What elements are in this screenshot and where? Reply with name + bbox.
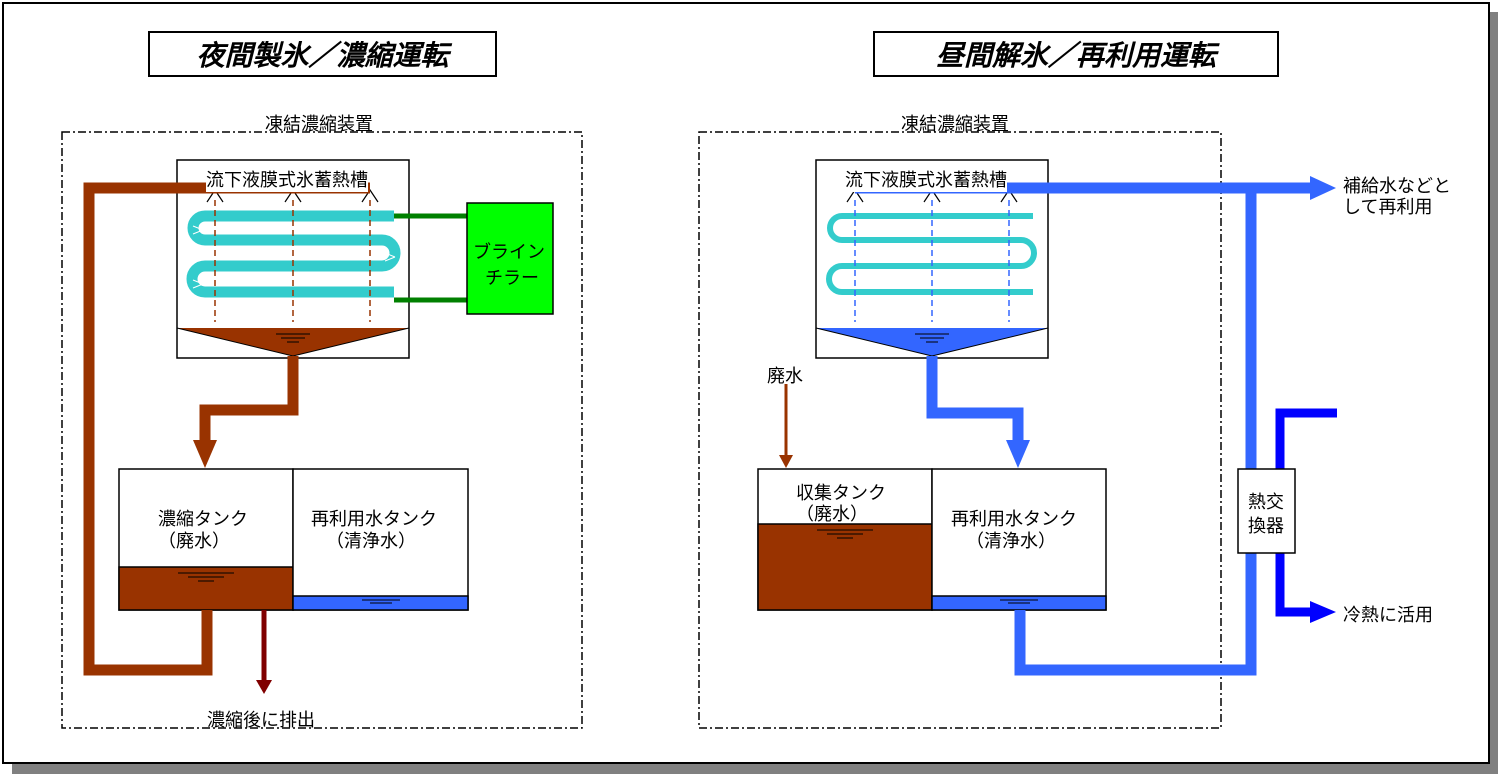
right-ice-coil xyxy=(826,213,1037,295)
right-panel-title: 昼間解氷／再利用運転 xyxy=(873,31,1279,77)
supply-reuse-label-line1: 補給水などと xyxy=(1343,176,1451,197)
chiller-label-line1: ブライン xyxy=(473,242,545,263)
left-device-boundary xyxy=(61,131,583,729)
left-drain-arrowhead xyxy=(193,440,217,468)
left-reuse-tank xyxy=(292,468,469,611)
left-device-label: 凍結濃縮装置 xyxy=(265,114,373,135)
left-tank-water-level-mark xyxy=(276,333,310,343)
left-panel-title: 夜間製氷／濃縮運転 xyxy=(148,31,497,77)
right-device-label: 凍結濃縮装置 xyxy=(901,114,1009,135)
waste-water-label: 廃水 xyxy=(767,366,803,387)
right-tank-label: 流下液膜式氷蓄熱槽 xyxy=(845,166,1007,192)
chiller-label-line2: チラー xyxy=(485,268,539,289)
discharge-arrowhead xyxy=(256,680,272,694)
diagram-frame xyxy=(2,2,1490,764)
left-drain-pipe xyxy=(199,356,299,440)
right-reuse-tank xyxy=(931,468,1107,611)
collect-tank-liquid xyxy=(757,523,933,611)
brine-chiller xyxy=(466,202,554,315)
waste-inflow-arrowhead xyxy=(779,455,793,468)
concentrate-tank-label-line2: （廃水） xyxy=(158,531,230,552)
supply-reuse-label-line2: して再利用 xyxy=(1343,197,1433,218)
left-coil-ice-marks xyxy=(192,225,396,289)
left-reuse-level-mark xyxy=(362,599,400,604)
left-reuse-tank-label-line1: 再利用水タンク xyxy=(311,509,437,530)
collect-level-mark xyxy=(817,529,873,539)
heat-exchanger-label-line1: 熱交 xyxy=(1248,492,1284,513)
concentrate-level-mark xyxy=(178,572,234,582)
right-reuse-level-mark xyxy=(1000,599,1038,604)
left-tank-label: 流下液膜式氷蓄熱槽 xyxy=(206,166,368,192)
left-falling-film-lines xyxy=(214,200,371,322)
collect-tank-label-line1: 収集タンク xyxy=(796,483,886,504)
right-drain-arrowhead xyxy=(1006,440,1030,468)
right-device-boundary xyxy=(698,131,1222,729)
heat-exchanger xyxy=(1237,468,1296,554)
right-tank-level-mark xyxy=(915,333,949,343)
cold-use-arrowhead xyxy=(1310,601,1336,623)
reuse-return-pipe xyxy=(1014,188,1257,676)
left-ice-coil xyxy=(186,210,401,298)
discharge-label: 濃縮後に排出 xyxy=(207,710,315,731)
heat-exchanger-label-line2: 換器 xyxy=(1248,516,1284,537)
concentrate-tank-liquid xyxy=(118,566,294,611)
supply-arrowhead xyxy=(1310,176,1336,200)
right-reuse-tank-label-line1: 再利用水タンク xyxy=(951,509,1077,530)
right-falling-film-lines xyxy=(854,200,1010,322)
concentrate-tank-label-line1: 濃縮タンク xyxy=(158,509,248,530)
collect-tank-label-line2: （廃水） xyxy=(796,504,868,525)
right-drain-pipe xyxy=(926,356,1024,440)
cold-use-label: 冷熱に活用 xyxy=(1343,605,1433,626)
right-reuse-tank-label-line2: （清浄水） xyxy=(966,531,1056,552)
left-reuse-tank-label-line2: （清浄水） xyxy=(326,531,416,552)
recirculation-pipe xyxy=(83,182,370,676)
